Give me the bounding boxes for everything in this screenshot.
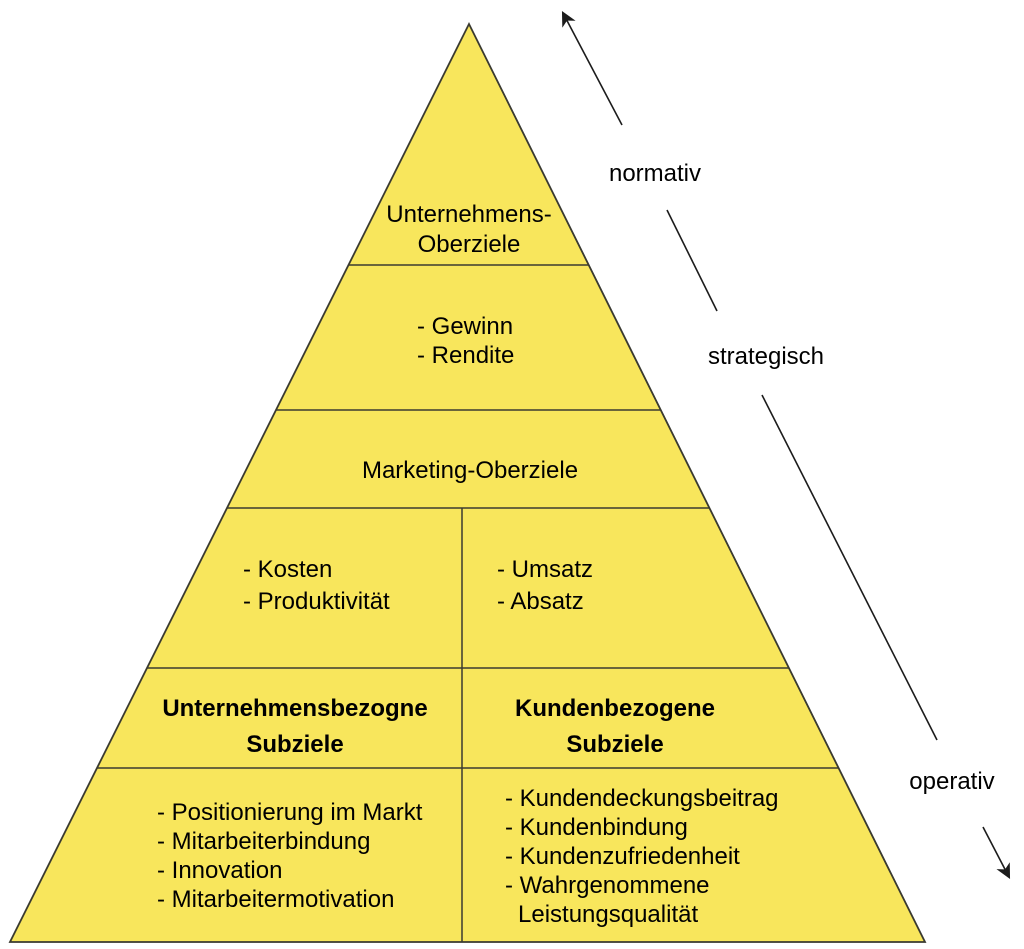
arrow-down-icon — [982, 826, 1011, 879]
arrow-up-icon — [561, 11, 623, 126]
level4-right-item-umsatz: - Umsatz — [497, 556, 593, 583]
level2-item-gewinn: - Gewinn — [417, 313, 513, 340]
level6-left-item-bindung: - Mitarbeiterbindung — [157, 828, 370, 855]
level3-title: Marketing-Oberziele — [362, 457, 578, 484]
management-level-axis — [561, 11, 1011, 879]
level4-right-item-absatz: - Absatz — [497, 588, 584, 615]
level5-right-header-line2: Subziele — [566, 731, 663, 758]
level6-left-item-motivation: - Mitarbeitermotivation — [157, 886, 394, 913]
level6-right-item-qualitaet: Leistungsqualität — [518, 901, 698, 928]
level5-left-header-line2: Subziele — [246, 731, 343, 758]
pyramid-dividers — [97, 264, 839, 942]
level6-right-item-zufriedenheit: - Kundenzufriedenheit — [505, 843, 740, 870]
level6-left-item-innovation: - Innovation — [157, 857, 282, 884]
pyramid-shape — [8, 21, 927, 943]
level1-title-line2: Oberziele — [418, 231, 521, 258]
level6-right-item-kundenbindung: - Kundenbindung — [505, 814, 688, 841]
level6-right-item-wahrgenommene: - Wahrgenommene — [505, 872, 710, 899]
axis-segment-lower — [761, 394, 938, 741]
axis-label-strategisch: strategisch — [708, 343, 824, 370]
axis-label-normativ: normativ — [609, 160, 701, 187]
axis-label-operativ: operativ — [909, 768, 994, 795]
level5-left-header-line1: Unternehmensbezogne — [162, 695, 427, 722]
level4-left-item-kosten: - Kosten — [243, 556, 332, 583]
level5-right-header-line1: Kundenbezogene — [515, 695, 715, 722]
level1-title-line1: Unternehmens- — [386, 201, 551, 228]
level2-item-rendite: - Rendite — [417, 342, 514, 369]
level6-right-item-deckungsbeitrag: - Kundendeckungsbeitrag — [505, 785, 779, 812]
axis-segment-upper — [666, 209, 718, 312]
level4-left-item-produktivitaet: - Produktivität — [243, 588, 390, 615]
level6-left-item-positionierung: - Positionierung im Markt — [157, 799, 423, 826]
